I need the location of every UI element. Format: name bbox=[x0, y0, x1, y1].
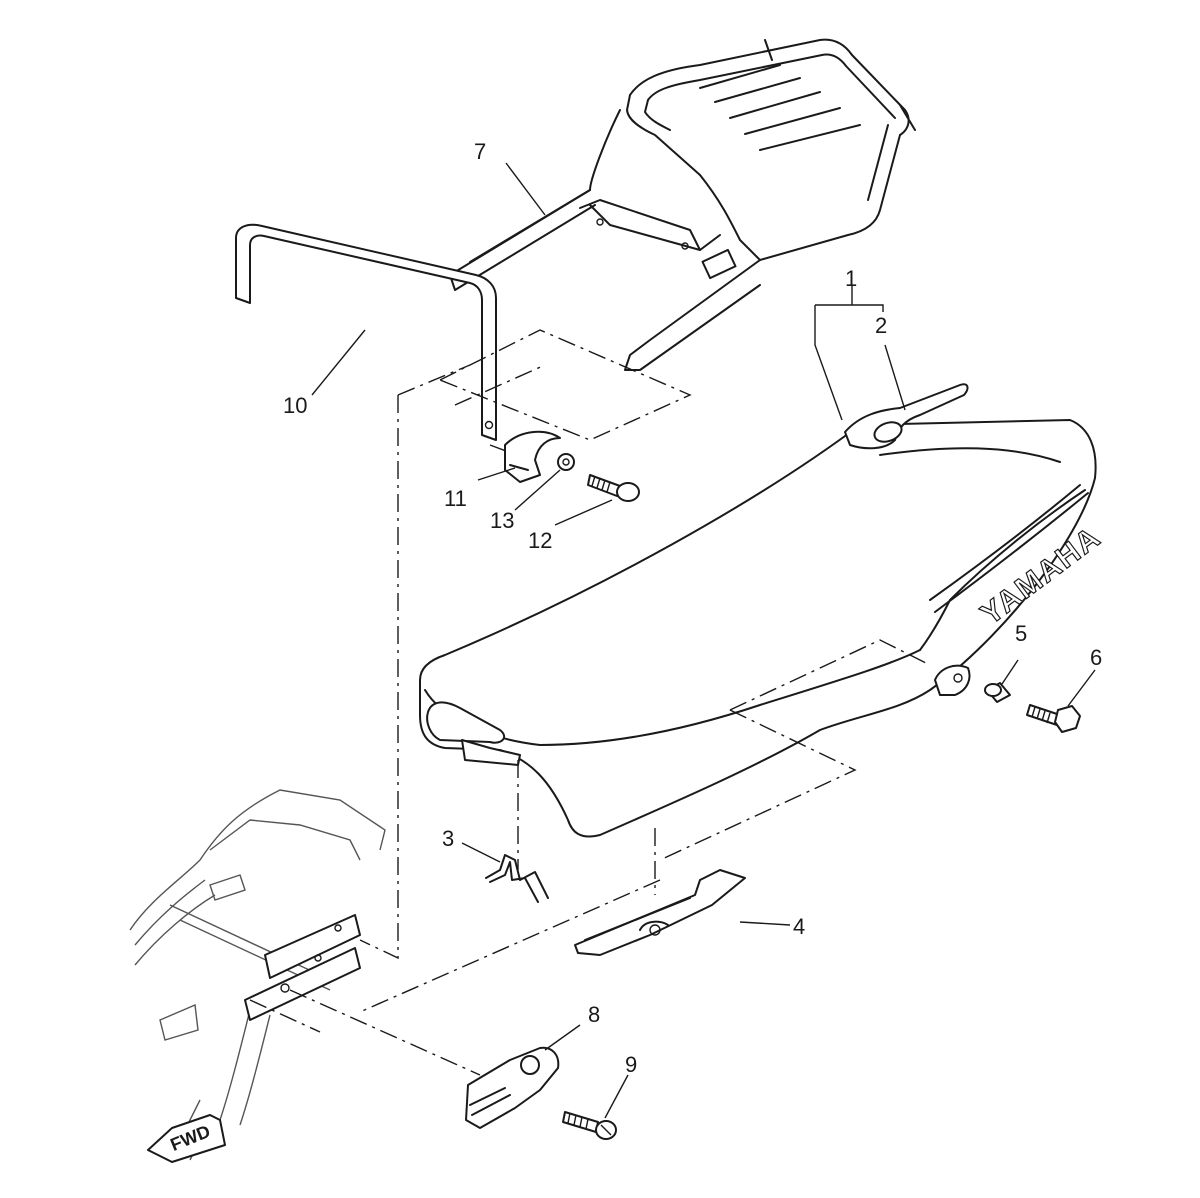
assembly-line-lock bbox=[289, 989, 481, 1076]
seat bbox=[419, 383, 1097, 838]
leader-4 bbox=[739, 921, 791, 926]
seat-lock-8 bbox=[465, 1046, 560, 1129]
callout-11: 11 bbox=[444, 486, 467, 511]
fwd-arrow-icon bbox=[147, 1114, 226, 1163]
callout-6: 6 bbox=[1090, 645, 1103, 670]
leader-3 bbox=[461, 842, 501, 863]
callout-12: 12 bbox=[528, 528, 553, 553]
bolt-6 bbox=[1026, 704, 1081, 733]
callout-9: 9 bbox=[625, 1052, 638, 1077]
callout-3: 3 bbox=[442, 826, 455, 851]
screw-9 bbox=[562, 1111, 617, 1140]
leader-12 bbox=[554, 499, 613, 526]
leader-2 bbox=[884, 344, 906, 411]
leader-13 bbox=[514, 469, 561, 511]
carrier-rack bbox=[449, 38, 916, 371]
bracket-plate-4 bbox=[574, 869, 746, 956]
leader-1-bracket bbox=[814, 285, 884, 421]
projection-outline-seat bbox=[729, 639, 931, 711]
leader-10 bbox=[311, 329, 366, 396]
leader-11 bbox=[477, 467, 516, 481]
leader-8 bbox=[544, 1024, 581, 1051]
callout-13: 13 bbox=[490, 508, 515, 533]
callout-2: 2 bbox=[875, 313, 888, 338]
leader-5 bbox=[1001, 659, 1019, 685]
callout-5: 5 bbox=[1015, 621, 1028, 646]
callout-1: 1 bbox=[845, 266, 858, 291]
callout-8: 8 bbox=[588, 1002, 601, 1027]
bolt-12 bbox=[587, 474, 640, 502]
callout-4: 4 bbox=[793, 914, 806, 939]
callout-10: 10 bbox=[283, 393, 308, 418]
leader-6 bbox=[1067, 669, 1096, 707]
grab-bar bbox=[235, 223, 497, 441]
collar-5 bbox=[984, 682, 1011, 703]
clip-3 bbox=[485, 854, 549, 903]
leader-9 bbox=[604, 1074, 629, 1119]
frame-outline bbox=[129, 789, 386, 1161]
leader-7 bbox=[505, 162, 546, 216]
washer-13 bbox=[557, 453, 575, 471]
projection-outline-rack bbox=[438, 329, 692, 441]
callout-7: 7 bbox=[474, 139, 487, 164]
bracket-11 bbox=[504, 430, 561, 483]
assembly-line-grabbar bbox=[359, 395, 399, 960]
